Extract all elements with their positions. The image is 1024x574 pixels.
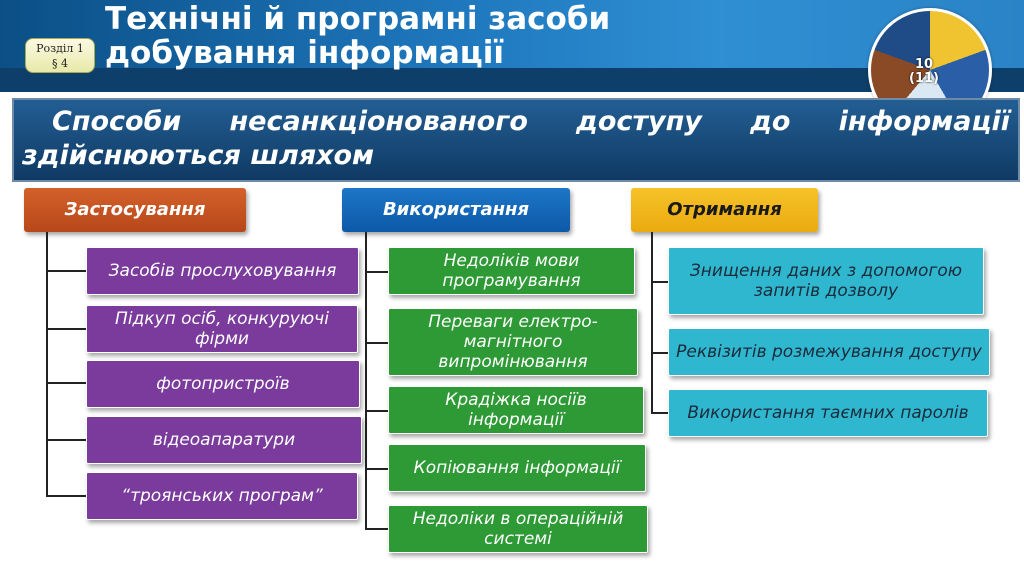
- item-use-3: Крадіжка носіїв інформації: [388, 386, 644, 434]
- item-application-2: Підкуп осіб, конкуруючі фірми: [86, 305, 358, 353]
- banner-line-1: Способи несанкціонованого доступу до інф…: [52, 104, 1010, 140]
- connector-branch: [651, 352, 668, 354]
- item-obtaining-2: Реквізитів розмежування доступу: [668, 328, 990, 376]
- banner-line-2: здійснюються шляхом: [22, 138, 1010, 174]
- connector-branch: [365, 410, 388, 412]
- grade-label: 10 (11): [899, 58, 949, 86]
- connector-branch: [365, 271, 388, 273]
- item-use-1: Недоліків мови програмування: [388, 247, 635, 295]
- item-application-1: Засобів прослуховування: [86, 247, 359, 295]
- item-obtaining-3: Використання таємних паролів: [668, 389, 988, 437]
- connector-branch: [46, 270, 86, 272]
- category-obtaining: Отримання: [631, 188, 818, 232]
- item-application-5: “троянських програм”: [86, 472, 358, 520]
- topic-banner: Способи несанкціонованого доступу до інф…: [12, 98, 1020, 182]
- item-obtaining-1: Знищення даних з допомогою запитів дозво…: [668, 247, 984, 315]
- slide-title: Технічні й програмні засоби добування ін…: [105, 2, 805, 70]
- item-use-2: Переваги електро-магнітного випромінюван…: [388, 308, 638, 376]
- connector-trunk-obtaining: [651, 232, 653, 414]
- item-application-4: відеоапаратури: [86, 416, 362, 464]
- connector-branch: [651, 412, 668, 414]
- section-label: Розділ 1: [26, 41, 94, 56]
- item-application-3: фотопристроїв: [86, 360, 360, 408]
- section-badge: Розділ 1 § 4: [25, 38, 95, 73]
- connector-branch: [46, 382, 86, 384]
- category-use: Використання: [342, 188, 570, 232]
- connector-branch: [365, 528, 388, 530]
- paragraph-label: § 4: [26, 56, 94, 71]
- connector-branch: [365, 468, 388, 470]
- item-use-5: Недоліки в операційній системі: [388, 505, 648, 553]
- category-application: Застосування: [24, 188, 246, 232]
- connector-branch: [651, 281, 668, 283]
- connector-branch: [46, 439, 86, 441]
- connector-trunk-use: [365, 232, 367, 530]
- item-use-4: Копіювання інформації: [388, 444, 646, 492]
- connector-branch: [46, 495, 86, 497]
- connector-branch: [46, 328, 86, 330]
- connector-branch: [365, 342, 388, 344]
